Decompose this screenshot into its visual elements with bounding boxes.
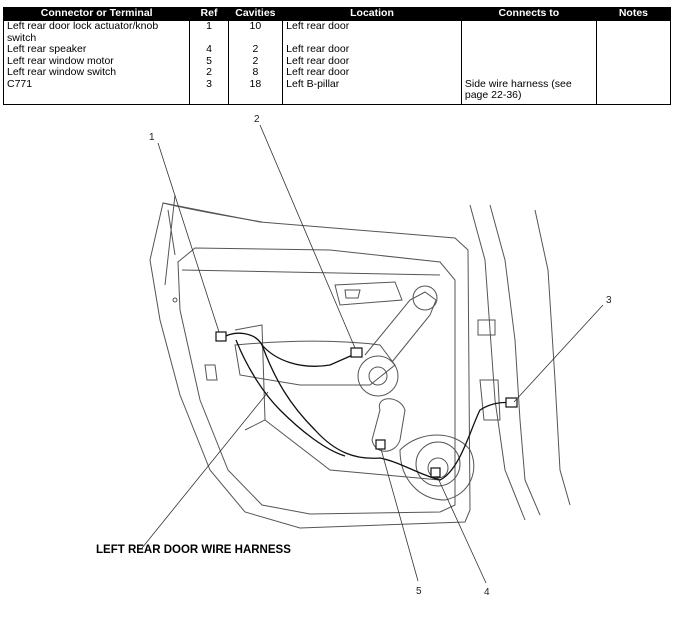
table-header-row: Connector or Terminal Ref Cavities Locat… (2, 7, 672, 21)
cell-notes (595, 44, 672, 56)
column-header-location: Location (282, 7, 462, 21)
mount-hole (172, 297, 178, 303)
window-frame (162, 194, 263, 286)
table-row: Left rear window switch 2 8 Left rear do… (2, 66, 672, 79)
leader-line-1 (157, 142, 220, 333)
cell-connects-to: Side wire harness (see page 22-36) (460, 78, 597, 105)
connector-4-speaker (430, 467, 441, 478)
grip-boss-inner (368, 366, 388, 386)
handle-pivot (412, 285, 438, 311)
grip-boss (357, 355, 399, 397)
cell-notes (595, 55, 672, 67)
callout-2: 2 (254, 114, 260, 125)
harness-branch-lock (235, 339, 346, 457)
connector-1-lock-actuator (215, 331, 227, 342)
column-header-cavities: Cavities (227, 7, 284, 21)
harness-branch-switch (261, 344, 356, 367)
leader-line-2 (259, 124, 356, 349)
speaker-housing (399, 434, 475, 501)
handle-arm (364, 291, 437, 363)
callout-1: 1 (149, 132, 155, 143)
table-row: C771 3 18 Left B-pillar Side wire harnes… (2, 78, 672, 105)
cell-ref: 1 (189, 20, 229, 44)
column-header-ref: Ref (189, 7, 229, 21)
leader-line-4 (436, 475, 487, 584)
column-header-connector: Connector or Terminal (2, 7, 191, 21)
leader-line-5 (380, 448, 419, 582)
cell-ref: 2 (189, 66, 229, 79)
cell-location: Left B-pillar (282, 78, 462, 105)
connector-3-c771 (505, 397, 518, 408)
cell-notes (595, 78, 672, 105)
table-row: Left rear speaker 4 2 Left rear door (2, 43, 672, 56)
cell-ref: 3 (189, 78, 229, 105)
callout-4: 4 (484, 587, 490, 598)
b-pillar (469, 204, 571, 521)
column-header-connects-to: Connects to (460, 7, 597, 21)
column-header-notes: Notes (595, 7, 672, 21)
cell-notes (595, 67, 672, 79)
leader-line-3 (513, 304, 604, 403)
cell-ref: 5 (189, 55, 229, 67)
armrest (234, 340, 396, 386)
inner-handle-bezel (334, 281, 403, 306)
door-panel-line (181, 269, 441, 481)
leader-line-caption (141, 391, 269, 549)
cell-cavities: 18 (227, 78, 284, 105)
cell-ref: 4 (189, 43, 229, 56)
speaker-ring (415, 441, 461, 487)
table-row: Left rear door lock actuator/knob switch… (2, 20, 672, 44)
door-outline (149, 202, 471, 529)
diagram-caption: LEFT REAR DOOR WIRE HARNESS (96, 544, 291, 556)
callout-5: 5 (416, 586, 422, 597)
door-inner-edge (177, 247, 456, 515)
door-pocket (204, 364, 218, 381)
table-row: Left rear window motor 5 2 Left rear doo… (2, 55, 672, 67)
connector-2-window-switch (350, 347, 363, 358)
b-pillar-bracket (477, 319, 501, 421)
connector-5-window-motor (375, 439, 386, 450)
connector-table: Connector or Terminal Ref Cavities Locat… (2, 7, 672, 105)
cell-connector: C771 (2, 78, 191, 105)
callout-3: 3 (606, 295, 612, 306)
cell-notes (595, 20, 672, 44)
